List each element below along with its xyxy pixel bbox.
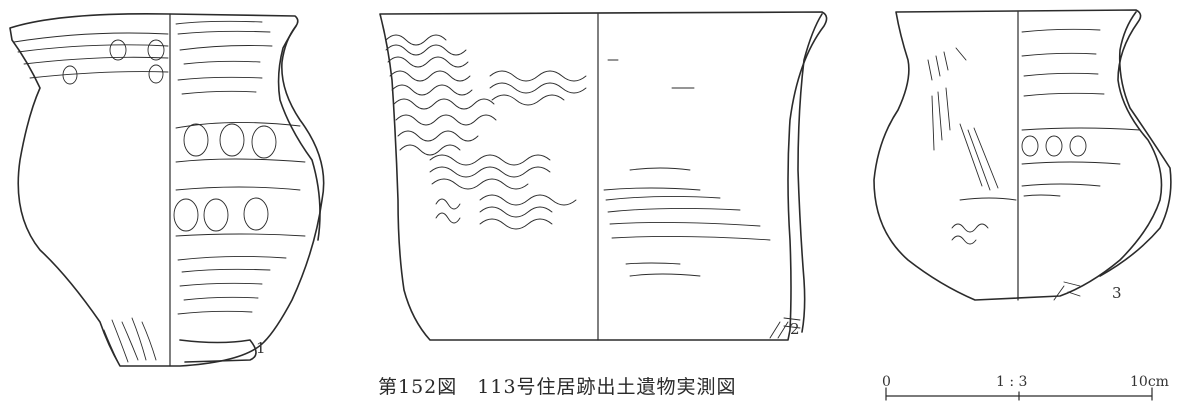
pot-2-outline [379, 11, 828, 341]
scale-10cm-label: 10cm [1130, 374, 1169, 390]
pot-1-number: 1 [256, 339, 266, 357]
pot-1-base [179, 339, 257, 363]
pot-2-drawing [379, 11, 828, 341]
figure-caption: 第152図 113号住居跡出土遺物実測図 [378, 376, 737, 398]
scale-bar [885, 387, 1153, 401]
scale-ratio-label: 1 : 3 [996, 374, 1028, 390]
pot-3-wall-section [1099, 11, 1172, 277]
pot-3-outline [873, 9, 1163, 301]
pot-1-outline [9, 12, 325, 367]
pot-2-wall-section [797, 13, 823, 333]
pot-3-number: 3 [1112, 284, 1122, 302]
pot-1-drawing [9, 12, 325, 367]
scale-zero-label: 0 [882, 374, 891, 390]
pot-3-drawing [873, 9, 1172, 301]
pot-2-number: 2 [790, 320, 800, 338]
pot-1-wall-section [277, 25, 321, 241]
